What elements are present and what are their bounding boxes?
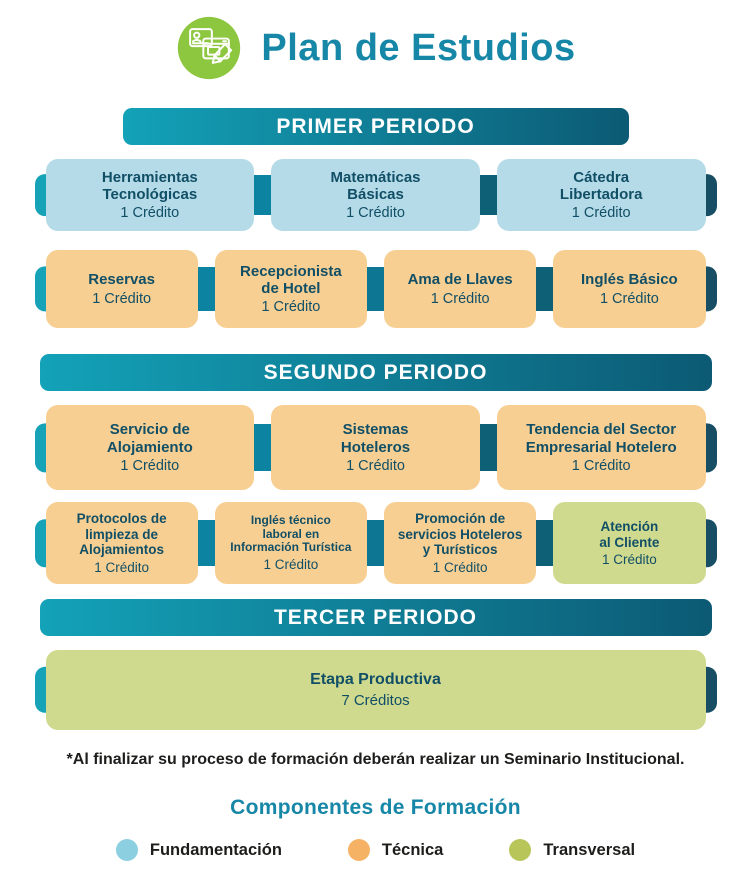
course-credits: 1 Crédito	[571, 205, 631, 222]
course-name: Servicio de Alojamiento	[106, 421, 193, 456]
legend: Componentes de Formación Fundamentación …	[0, 796, 751, 861]
component-color-dot	[509, 839, 532, 861]
course-name: Etapa Productiva	[310, 670, 441, 688]
course-card: Sistemas Hoteleros 1 Crédito	[271, 405, 480, 490]
course-credits: 1 Crédito	[432, 559, 488, 575]
course-row: Protocolos de limpieza de Alojamientos 1…	[34, 502, 717, 584]
enrollment-card-pencil-icon	[175, 14, 243, 82]
period-header-bar: TERCER PERIODO	[39, 599, 712, 636]
course-name: Cátedra Libertadora	[559, 168, 643, 203]
course-name: Sistemas Hoteleros	[340, 421, 411, 456]
card-connector	[197, 520, 215, 566]
course-credits: 7 Créditos	[341, 692, 410, 710]
course-name: Inglés técnico laboral en Información Tu…	[230, 512, 352, 555]
course-card: Cátedra Libertadora 1 Crédito	[496, 159, 706, 231]
legend-items: Fundamentación Técnica Transversal	[0, 839, 751, 861]
period-section: PRIMER PERIODO Herramientas Tecnológicas…	[0, 108, 751, 328]
card-connector	[367, 520, 384, 566]
course-name: Protocolos de limpieza de Alojamientos	[76, 511, 167, 558]
course-name: Ama de Llaves	[407, 271, 513, 289]
card-connector	[197, 267, 215, 311]
period-rows: Etapa Productiva 7 Créditos	[0, 650, 751, 730]
course-row: Herramientas Tecnológicas 1 Crédito Mate…	[34, 159, 717, 231]
course-credits: 1 Crédito	[346, 457, 405, 474]
page-title: Plan de Estudios	[261, 26, 576, 69]
course-row: Reservas 1 Crédito Recepcionista de Hote…	[34, 250, 717, 328]
header: Plan de Estudios	[0, 12, 751, 84]
component-label: Transversal	[543, 840, 636, 859]
course-credits: 1 Crédito	[263, 557, 319, 573]
period-title: SEGUNDO PERIODO	[263, 360, 488, 384]
period-header-bar: PRIMER PERIODO	[122, 108, 629, 145]
period-title: PRIMER PERIODO	[276, 114, 475, 138]
period-section: TERCER PERIODO Etapa Productiva 7 Crédit…	[0, 599, 751, 730]
legend-item: Transversal	[509, 839, 635, 861]
course-credits: 1 Crédito	[120, 457, 180, 474]
course-card: Matemáticas Básicas 1 Crédito	[271, 159, 480, 231]
course-credits: 1 Crédito	[261, 299, 321, 316]
component-label: Fundamentación	[149, 840, 282, 859]
period-rows: Herramientas Tecnológicas 1 Crédito Mate…	[0, 159, 751, 328]
course-credits: 1 Crédito	[601, 552, 657, 568]
course-name: Reservas	[88, 271, 155, 289]
course-credits: 1 Crédito	[346, 205, 405, 222]
card-connector	[367, 267, 384, 311]
course-row: Etapa Productiva 7 Créditos	[34, 650, 717, 730]
course-name: Tendencia del Sector Empresarial Hoteler…	[525, 421, 677, 456]
course-card: Protocolos de limpieza de Alojamientos 1…	[45, 502, 198, 584]
card-connector	[254, 423, 272, 472]
period-section: SEGUNDO PERIODO Servicio de Alojamiento …	[0, 354, 751, 584]
course-name: Inglés Básico	[581, 271, 678, 289]
legend-title: Componentes de Formación	[230, 796, 521, 819]
component-color-dot	[115, 839, 138, 861]
course-credits: 1 Crédito	[120, 205, 180, 222]
course-card: Etapa Productiva 7 Créditos	[45, 650, 706, 730]
card-connector	[254, 174, 272, 216]
period-title: TERCER PERIODO	[273, 605, 478, 629]
course-name: Matemáticas Básicas	[330, 168, 421, 203]
component-color-dot	[347, 839, 370, 861]
course-card: Reservas 1 Crédito	[45, 250, 198, 328]
footnote: *Al finalizar su proceso de formación de…	[66, 751, 685, 768]
legend-item: Fundamentación	[115, 839, 282, 861]
periods-container: PRIMER PERIODO Herramientas Tecnológicas…	[0, 108, 751, 730]
course-credits: 1 Crédito	[430, 290, 490, 307]
period-rows: Servicio de Alojamiento 1 Crédito Sistem…	[0, 405, 751, 584]
course-card: Inglés técnico laboral en Información Tu…	[214, 502, 367, 584]
card-connector	[479, 423, 497, 472]
course-credits: 1 Crédito	[599, 290, 659, 307]
course-name: Recepcionista de Hotel	[240, 262, 342, 297]
course-row: Servicio de Alojamiento 1 Crédito Sistem…	[34, 405, 717, 490]
card-connector	[536, 520, 554, 566]
period-header-bar: SEGUNDO PERIODO	[39, 354, 712, 391]
course-card: Servicio de Alojamiento 1 Crédito	[45, 405, 255, 490]
course-credits: 1 Crédito	[571, 457, 631, 474]
course-card: Herramientas Tecnológicas 1 Crédito	[45, 159, 255, 231]
course-name: Atención al Cliente	[599, 518, 660, 550]
course-credits: 1 Crédito	[92, 290, 152, 307]
course-card: Promoción de servicios Hoteleros y Turís…	[384, 502, 537, 584]
course-credits: 1 Crédito	[94, 559, 150, 575]
course-card: Inglés Básico 1 Crédito	[553, 250, 706, 328]
card-connector	[479, 174, 497, 216]
course-name: Promoción de servicios Hoteleros y Turís…	[397, 511, 523, 558]
course-card: Recepcionista de Hotel 1 Crédito	[214, 250, 367, 328]
course-card: Tendencia del Sector Empresarial Hoteler…	[496, 405, 706, 490]
course-card: Atención al Cliente 1 Crédito	[553, 502, 706, 584]
card-connector	[536, 267, 554, 311]
legend-item: Técnica	[347, 839, 444, 861]
course-card: Ama de Llaves 1 Crédito	[384, 250, 537, 328]
component-label: Técnica	[381, 840, 444, 859]
course-name: Herramientas Tecnológicas	[101, 168, 198, 203]
